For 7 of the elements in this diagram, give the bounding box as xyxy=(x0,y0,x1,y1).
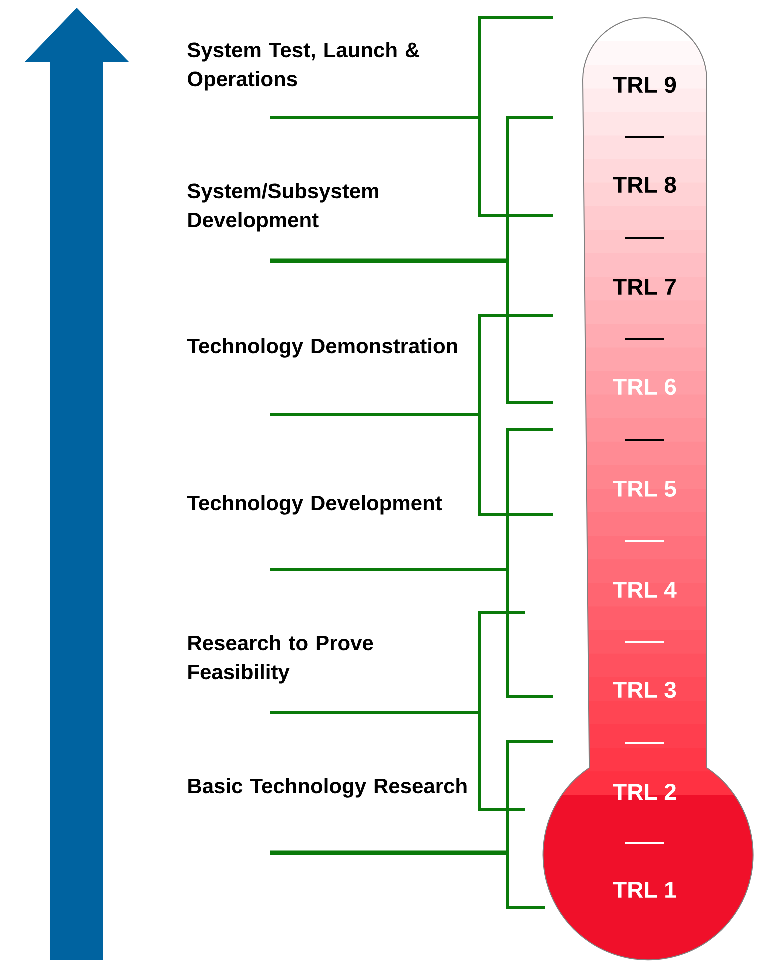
stage-label: Technology Demonstration xyxy=(187,338,458,358)
stage-label: System Test, Launch & Operations xyxy=(188,42,420,91)
stage-label: Basic Technology Research xyxy=(188,778,467,798)
stage-label: System/Subsystem Development xyxy=(188,183,378,232)
stage-label: Technology Development xyxy=(187,495,442,515)
stage-label: Research to Prove Feasibility xyxy=(188,635,374,684)
thermometer: TRL 9 TRL 8 TRL 7 TRL 6 TRL 5 TRL 4 TRL 3 TRL 2 TRL 1 xyxy=(542,18,754,960)
